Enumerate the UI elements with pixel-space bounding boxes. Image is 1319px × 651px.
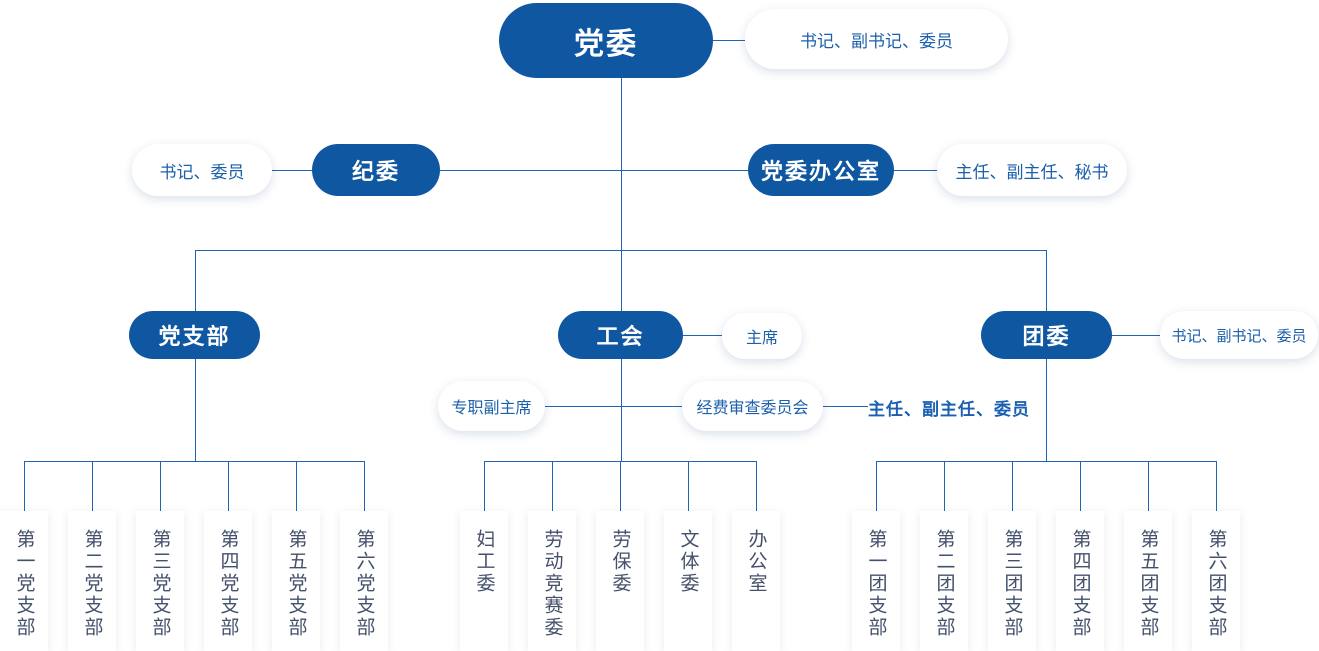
connector-group-drop (228, 461, 229, 511)
org-leaf-box: 第三团支部 (988, 511, 1036, 651)
connector-group-drop (1080, 461, 1081, 511)
org-leaf-label: 办公室 (745, 529, 767, 595)
connector-group-drop (756, 461, 757, 511)
league-branch-group: 第一团支部 第二团支部 第三团支部 第四团支部 第五团支部 第六团支部 (852, 461, 1240, 651)
org-leaf-box: 文体委 (664, 511, 712, 651)
annotation-funds-audit: 主任、副主任、委员 (868, 400, 1030, 419)
connector-deputy-audit (545, 406, 682, 407)
connector-office-annotation (893, 170, 937, 171)
connector-group-drop (876, 461, 877, 511)
connector-group-drop (552, 461, 553, 511)
org-leaf-box: 劳保委 (596, 511, 644, 651)
node-youth-league: 团委 (981, 311, 1112, 359)
connector-root-annotation (713, 40, 745, 41)
node-funds-audit: 经费审查委员会 (682, 381, 823, 431)
org-leaf-box: 第二党支部 (68, 511, 116, 651)
org-leaf-label: 第二党支部 (81, 529, 103, 639)
connector-group-drop (620, 461, 621, 511)
connector-discipline-annotation (272, 170, 312, 171)
org-leaf-label: 第六团支部 (1205, 529, 1227, 639)
annotation-discipline-committee: 书记、委员 (132, 144, 272, 196)
connector-group-drop (1216, 461, 1217, 511)
connector-level3-branch (195, 250, 1047, 251)
annotation-youth-league: 书记、副书记、委员 (1160, 311, 1318, 359)
org-leaf-label: 劳动竞赛委 (541, 529, 563, 639)
org-leaf-label: 劳保委 (609, 529, 631, 595)
connector-group-drop (364, 461, 365, 511)
connector-group-drop (92, 461, 93, 511)
org-leaf-label: 第六党支部 (353, 529, 375, 639)
node-discipline-committee: 纪委 (312, 144, 440, 196)
annotation-party-committee: 书记、副书记、委员 (745, 9, 1008, 69)
node-party-office: 党委办公室 (748, 144, 894, 196)
org-leaf-box: 妇工委 (460, 511, 508, 651)
connector-group-rail (24, 461, 365, 462)
org-leaf-box: 办公室 (732, 511, 780, 651)
connector-discipline-office (440, 170, 748, 171)
annotation-union-chairman: 主席 (722, 313, 802, 359)
org-leaf-label: 第二团支部 (933, 529, 955, 639)
node-deputy-chair: 专职副主席 (438, 381, 545, 431)
connector-group-drop (944, 461, 945, 511)
connector-group-drop (1012, 461, 1013, 511)
org-leaf-box: 第三党支部 (136, 511, 184, 651)
node-party-branch: 党支部 (129, 311, 260, 359)
org-leaf-box: 第六党支部 (340, 511, 388, 651)
connector-group-drop (1148, 461, 1149, 511)
org-leaf-label: 第三团支部 (1001, 529, 1023, 639)
org-leaf-box: 第四团支部 (1056, 511, 1104, 651)
union-committee-group: 妇工委 劳动竞赛委 劳保委 文体委 办公室 (460, 461, 780, 651)
connector-league-annotation (1112, 335, 1160, 336)
org-leaf-label: 第三党支部 (149, 529, 171, 639)
org-leaf-label: 第五党支部 (285, 529, 307, 639)
org-leaf-label: 第一党支部 (13, 529, 35, 639)
org-leaf-box: 劳动竞赛委 (528, 511, 576, 651)
annotation-party-office: 主任、副主任、秘书 (937, 144, 1127, 196)
connector-union-chairman (683, 335, 722, 336)
org-leaf-box: 第一党支部 (0, 511, 48, 651)
org-leaf-box: 第六团支部 (1192, 511, 1240, 651)
org-leaf-label: 文体委 (677, 529, 699, 595)
org-leaf-label: 第一团支部 (865, 529, 887, 639)
org-leaf-label: 第四团支部 (1069, 529, 1091, 639)
org-leaf-label: 第四党支部 (217, 529, 239, 639)
org-leaf-box: 第五党支部 (272, 511, 320, 651)
party-branch-group: 第一党支部 第二党支部 第三党支部 第四党支部 第五党支部 第六党支部 (0, 461, 388, 651)
org-leaf-box: 第四党支部 (204, 511, 252, 651)
org-leaf-label: 第五团支部 (1137, 529, 1159, 639)
node-labor-union: 工会 (558, 311, 683, 359)
connector-group-drop (484, 461, 485, 511)
connector-group-rail (876, 461, 1217, 462)
connector-group-drop (296, 461, 297, 511)
connector-group-drop (160, 461, 161, 511)
org-leaf-box: 第五团支部 (1124, 511, 1172, 651)
org-leaf-box: 第二团支部 (920, 511, 968, 651)
connector-group-drop (688, 461, 689, 511)
connector-audit-annotation (823, 406, 868, 407)
org-leaf-box: 第一团支部 (852, 511, 900, 651)
node-party-committee: 党委 (499, 3, 713, 78)
connector-center-vertical (621, 78, 622, 461)
connector-group-drop (24, 461, 25, 511)
org-leaf-label: 妇工委 (473, 529, 495, 595)
